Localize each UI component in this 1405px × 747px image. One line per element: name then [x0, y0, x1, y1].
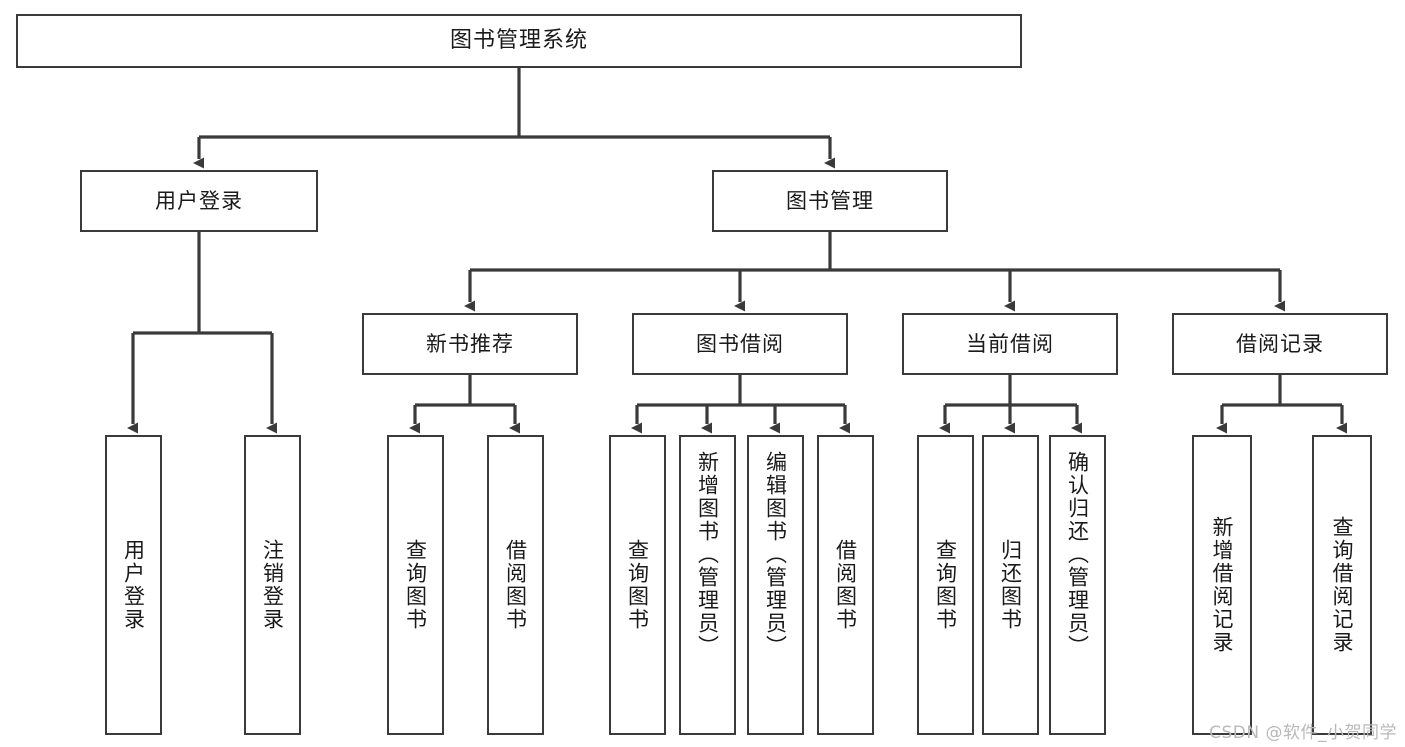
node-borrow-record[interactable]: 借阅记录: [1172, 313, 1388, 375]
node-leaf-record-query[interactable]: 查询借阅记录: [1312, 435, 1372, 735]
node-borrow-record-label: 借阅记录: [1236, 331, 1324, 356]
node-new-book-recommend[interactable]: 新书推荐: [362, 313, 578, 375]
node-leaf-user-logout[interactable]: 注销登录: [244, 435, 301, 735]
node-leaf-borrow-add-book-label: 新增图书（管理员）: [695, 451, 720, 658]
node-new-book-recommend-label: 新书推荐: [426, 331, 514, 356]
node-current-borrow-label: 当前借阅: [966, 331, 1054, 356]
node-leaf-current-return-book-label: 归还图书: [998, 539, 1023, 631]
csdn-watermark: CSDN @软件_小贺同学: [1209, 723, 1397, 743]
node-leaf-user-login[interactable]: 用户登录: [105, 435, 162, 735]
node-leaf-borrow-borrow-book-label: 借阅图书: [833, 539, 858, 631]
node-leaf-record-query-label: 查询借阅记录: [1330, 516, 1355, 654]
node-leaf-current-return-book[interactable]: 归还图书: [982, 435, 1039, 735]
node-leaf-borrow-borrow-book[interactable]: 借阅图书: [817, 435, 874, 735]
node-current-borrow[interactable]: 当前借阅: [902, 313, 1118, 375]
node-leaf-borrow-edit-book[interactable]: 编辑图书（管理员）: [747, 435, 804, 735]
node-leaf-user-logout-label: 注销登录: [260, 539, 285, 631]
node-leaf-recommend-borrow-book-label: 借阅图书: [503, 539, 528, 631]
node-book-borrow[interactable]: 图书借阅: [632, 313, 848, 375]
node-root[interactable]: 图书管理系统: [16, 14, 1022, 68]
node-leaf-current-query-book[interactable]: 查询图书: [917, 435, 974, 735]
node-leaf-current-query-book-label: 查询图书: [933, 539, 958, 631]
node-leaf-recommend-query-book-label: 查询图书: [403, 539, 428, 631]
node-book-borrow-label: 图书借阅: [696, 331, 784, 356]
node-user-login[interactable]: 用户登录: [80, 170, 318, 232]
node-user-login-label: 用户登录: [155, 188, 243, 213]
node-leaf-borrow-query-book[interactable]: 查询图书: [609, 435, 666, 735]
node-book-management[interactable]: 图书管理: [712, 170, 948, 232]
node-leaf-current-confirm-return-label: 确认归还（管理员）: [1065, 451, 1090, 658]
node-leaf-borrow-add-book[interactable]: 新增图书（管理员）: [679, 435, 736, 735]
node-leaf-recommend-borrow-book[interactable]: 借阅图书: [487, 435, 544, 735]
node-book-management-label: 图书管理: [786, 188, 874, 213]
node-leaf-current-confirm-return[interactable]: 确认归还（管理员）: [1049, 435, 1106, 735]
node-root-label: 图书管理系统: [449, 28, 588, 54]
node-leaf-record-add-label: 新增借阅记录: [1210, 516, 1235, 654]
node-leaf-record-add[interactable]: 新增借阅记录: [1192, 435, 1252, 735]
node-leaf-user-login-label: 用户登录: [121, 539, 146, 631]
node-leaf-borrow-query-book-label: 查询图书: [625, 539, 650, 631]
node-leaf-borrow-edit-book-label: 编辑图书（管理员）: [763, 451, 788, 658]
node-leaf-recommend-query-book[interactable]: 查询图书: [387, 435, 444, 735]
